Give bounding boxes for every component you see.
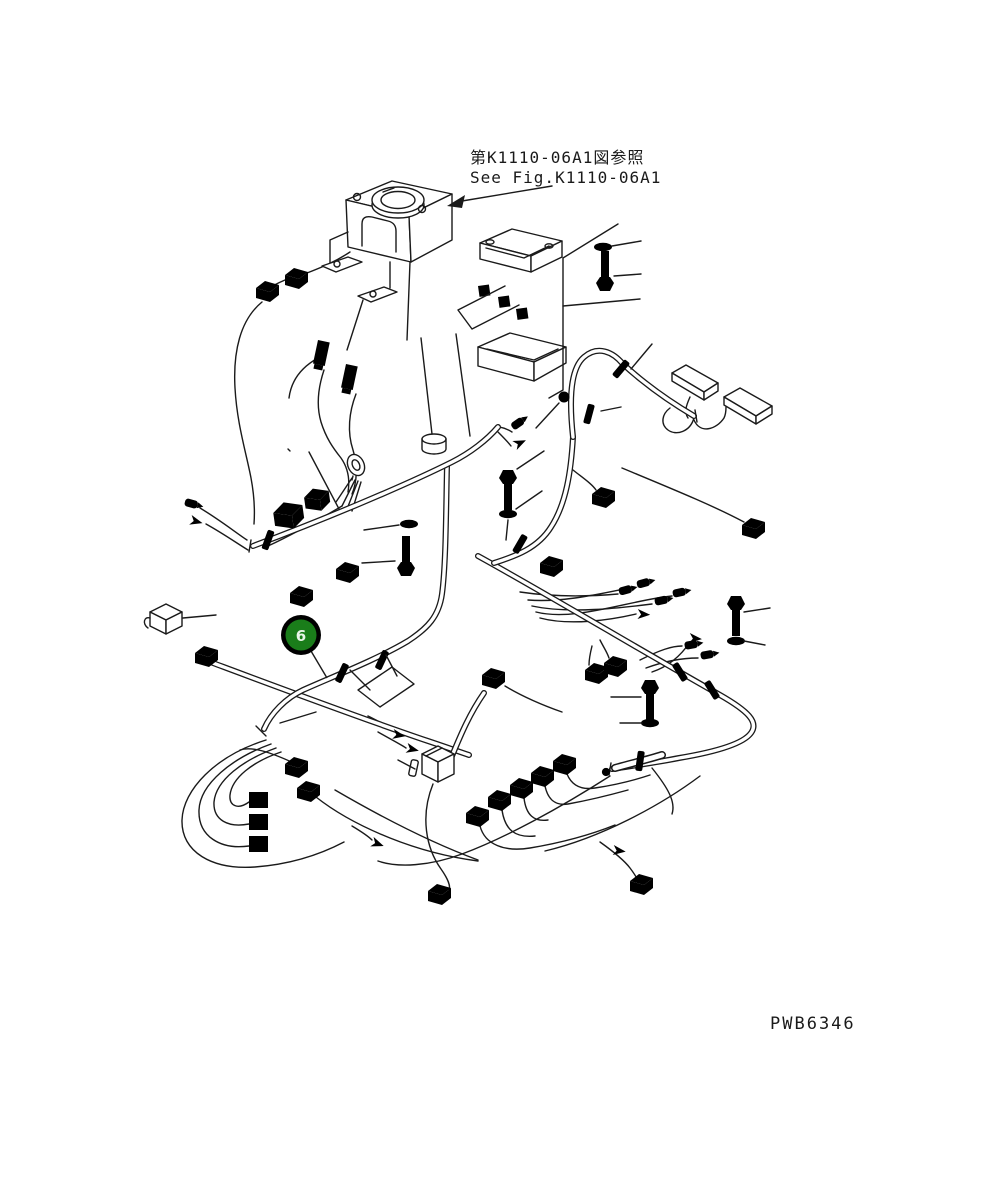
ring-terminal-large (346, 453, 366, 481)
see-fig-leader-arrow (447, 185, 553, 208)
connector-cube (585, 663, 608, 684)
connector-cube (630, 874, 653, 895)
callout-fill (285, 619, 317, 651)
connector-cube (466, 806, 489, 827)
connector-cube (531, 766, 554, 787)
connector-cube (482, 668, 505, 689)
fuse-box-assembly (457, 223, 641, 399)
grommet (421, 433, 447, 455)
connector-cube (285, 268, 308, 289)
mounting-hardware (361, 240, 771, 728)
connector-cube (553, 754, 576, 775)
switch-console (321, 180, 453, 341)
relay-components (311, 299, 364, 395)
part-code: PWB6346 (770, 1014, 856, 1034)
connector-cube (540, 556, 563, 577)
square-connectors (249, 792, 268, 852)
connector-cube (256, 281, 279, 302)
connector-cube (336, 562, 359, 583)
reference-note-jp: 第K1110-06A1図参照 (470, 148, 644, 167)
connector-cube (488, 790, 511, 811)
box-connectors (600, 343, 773, 425)
connector-cube (510, 778, 533, 799)
connector-housing (303, 486, 332, 513)
relay-box (397, 745, 455, 783)
reference-note-en: See Fig.K1110-06A1 (470, 168, 661, 187)
mounting-plate (349, 654, 415, 708)
callout-number: 6 (296, 627, 306, 645)
callout-balloon-6[interactable]: 6 (281, 615, 328, 679)
connector-cube (428, 884, 451, 905)
wire-terminals (143, 391, 721, 858)
connector-cube (297, 781, 320, 802)
connector-cube (290, 586, 313, 607)
harness-trunks (213, 351, 754, 776)
left-plug-connector (143, 603, 217, 635)
connector-cube (742, 518, 765, 539)
